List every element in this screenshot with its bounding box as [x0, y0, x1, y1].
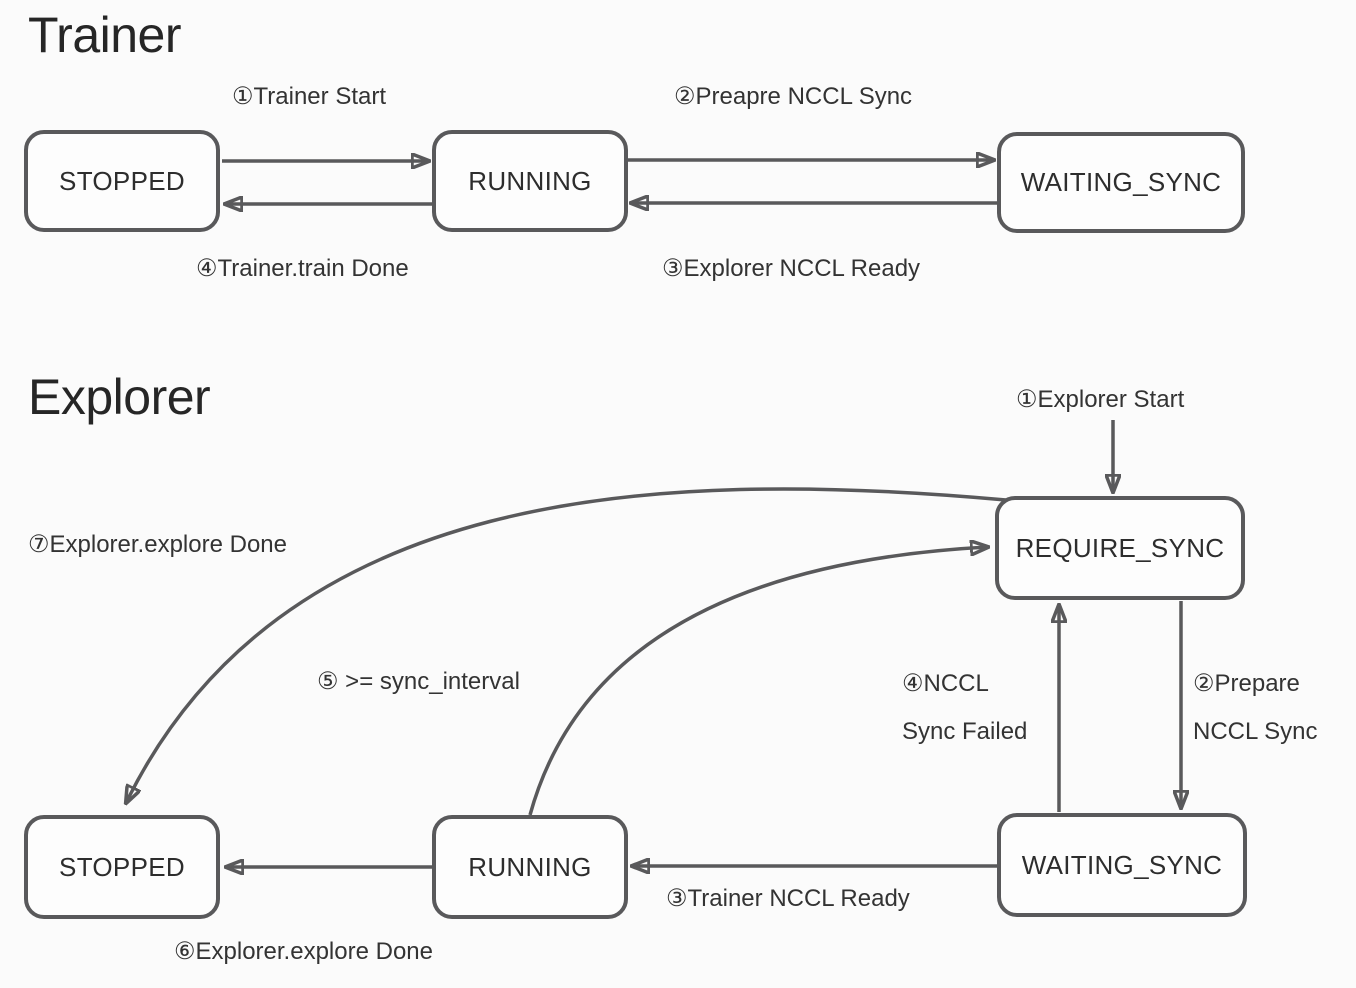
state-label: RUNNING [468, 851, 592, 882]
state-label: REQUIRE_SYNC [1015, 532, 1225, 563]
trainer-edge-label-prepare-nccl-sync: ②Preapre NCCL Sync [674, 83, 913, 110]
explorer-edge-label-sync-interval: ⑤ >= sync_interval [317, 668, 520, 695]
explorer-edge-label-trainer-nccl-ready: ③Trainer NCCL Ready [666, 885, 910, 912]
state-label: STOPPED [59, 851, 185, 882]
explorer-state-stopped: STOPPED [24, 815, 220, 919]
label-line-2: Sync Failed [902, 718, 1028, 745]
explorer-state-require-sync: REQUIRE_SYNC [995, 496, 1245, 600]
edge-explorer-explore-done-require [126, 487, 1007, 803]
edge-explorer-sync-interval [528, 547, 988, 816]
label-line-2: NCCL Sync [1193, 718, 1318, 745]
explorer-state-waiting-sync: WAITING_SYNC [997, 813, 1247, 917]
state-label: WAITING_SYNC [1021, 849, 1223, 880]
label-line-1: ②Prepare [1193, 670, 1300, 697]
explorer-edge-label-explorer-start: ①Explorer Start [1016, 386, 1185, 413]
explorer-section-title: Explorer [28, 369, 211, 425]
trainer-state-running: RUNNING [432, 130, 628, 232]
state-label: WAITING_SYNC [1020, 167, 1222, 197]
label-line-1: ④NCCL [902, 670, 989, 697]
state-label: STOPPED [59, 165, 185, 196]
explorer-state-running: RUNNING [432, 815, 628, 919]
explorer-edge-label-prepare-nccl-sync: ②Prepare NCCL Sync [1193, 660, 1317, 756]
state-label: RUNNING [468, 165, 592, 196]
explorer-edge-label-nccl-sync-failed: ④NCCL Sync Failed [902, 660, 1027, 756]
trainer-state-waiting-sync: WAITING_SYNC [997, 132, 1245, 233]
trainer-edge-label-explorer-nccl-ready: ③Explorer NCCL Ready [662, 255, 921, 282]
trainer-edge-label-train-done: ④Trainer.train Done [196, 255, 409, 282]
trainer-section-title: Trainer [28, 7, 182, 63]
trainer-state-stopped: STOPPED [24, 130, 220, 232]
explorer-edge-label-explore-done-require: ⑦Explorer.explore Done [28, 531, 287, 558]
trainer-edge-label-trainer-start: ①Trainer Start [232, 83, 386, 110]
explorer-edge-label-explore-done: ⑥Explorer.explore Done [174, 938, 433, 965]
